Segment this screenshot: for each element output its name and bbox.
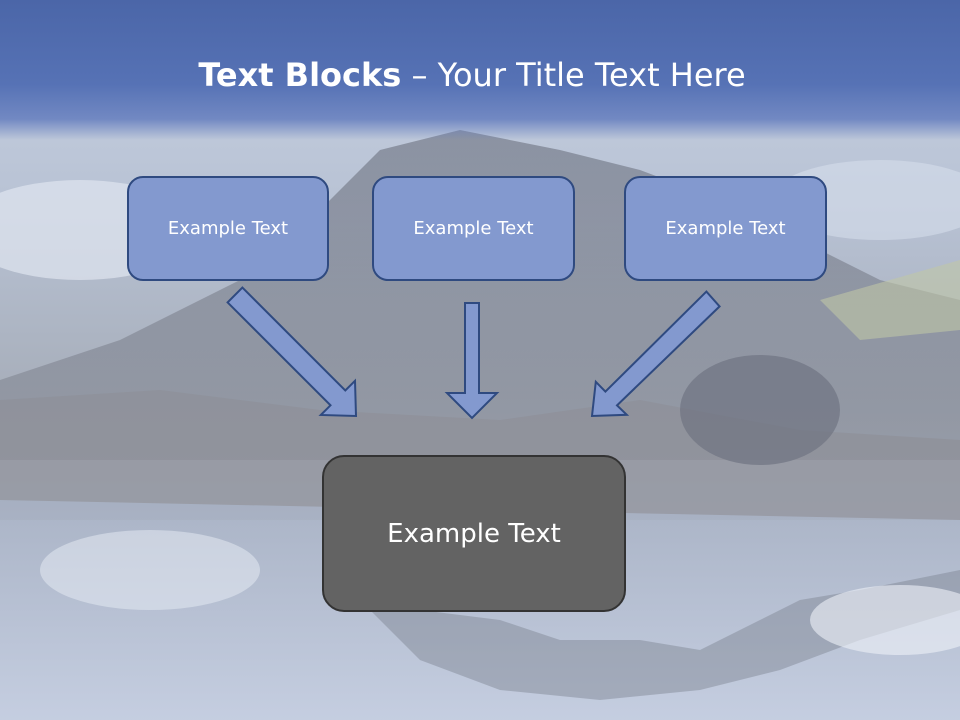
main-text-block-label: Example Text xyxy=(387,518,561,549)
text-block-3[interactable]: Example Text xyxy=(624,176,827,281)
title-bar xyxy=(0,0,960,140)
title-rest-text: Your Title Text Here xyxy=(437,56,746,94)
arrow-center[interactable] xyxy=(444,302,500,420)
text-block-3-label: Example Text xyxy=(665,218,786,239)
slide-title[interactable]: Text Blocks – Your Title Text Here xyxy=(0,52,944,98)
text-block-2[interactable]: Example Text xyxy=(372,176,575,281)
text-block-1-label: Example Text xyxy=(167,218,289,239)
title-separator: – xyxy=(401,56,438,94)
main-text-block[interactable]: Example Text xyxy=(322,455,626,612)
title-bold-text: Text Blocks xyxy=(198,56,402,94)
arrow-left[interactable] xyxy=(226,286,358,418)
text-block-2-label: Example Text xyxy=(413,218,534,239)
text-block-1[interactable]: Example Text xyxy=(127,176,329,281)
arrow-right[interactable] xyxy=(590,290,721,418)
